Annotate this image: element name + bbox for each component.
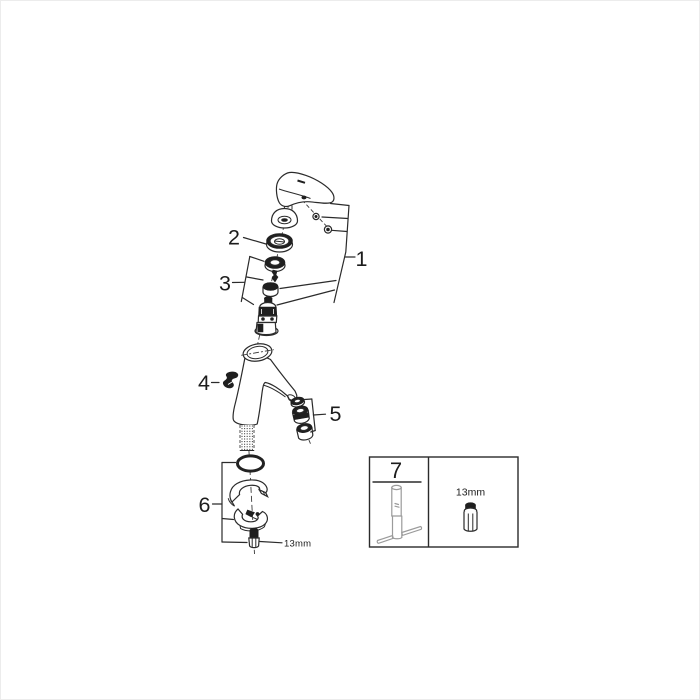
retainer-clip (222, 371, 239, 389)
threaded-shank (239, 425, 255, 451)
aerator-washer (290, 396, 306, 408)
callout-2-leader (242, 236, 267, 245)
mounting-tool (376, 484, 423, 544)
bolt-size-note: 13mm (284, 539, 311, 550)
body-top-opening (241, 343, 274, 362)
lever-handle (275, 171, 335, 211)
tool-socket-size-note: 13mm (456, 487, 485, 499)
horseshoe-washer (227, 479, 269, 507)
cartridge (254, 296, 279, 337)
aerator-housing (291, 405, 310, 424)
cartridge-screw (271, 269, 279, 283)
horseshoe-nut (233, 508, 269, 532)
faucet-body (232, 343, 298, 426)
tool-box: 7 13mm (368, 456, 519, 548)
cap-ring-part2 (265, 233, 294, 253)
callout-2-label: 2 (228, 226, 240, 250)
callout-3-bracket (231, 255, 265, 306)
callout-6-bracket (211, 461, 248, 544)
callout-1-label: 1 (356, 247, 368, 271)
handle-dome-ring (270, 207, 299, 229)
cartridge-adapter-cap (262, 282, 279, 298)
callout-4-label: 4 (198, 371, 210, 395)
callout-6-label: 6 (199, 493, 211, 517)
callout-3-label: 3 (219, 272, 231, 296)
callout-5-bracket (303, 398, 327, 433)
callout-5-label: 5 (330, 402, 342, 426)
handle-screw-and-cap (312, 212, 333, 234)
bolt-size-leader (259, 540, 283, 544)
mounting-bolt (248, 527, 260, 549)
callout-1-bracket (276, 202, 356, 306)
tool-socket (463, 502, 478, 532)
aerator-insert (296, 423, 314, 441)
o-ring (236, 454, 265, 473)
callout-7-label: 7 (390, 458, 402, 483)
cartridge-ring-nut (264, 256, 286, 273)
